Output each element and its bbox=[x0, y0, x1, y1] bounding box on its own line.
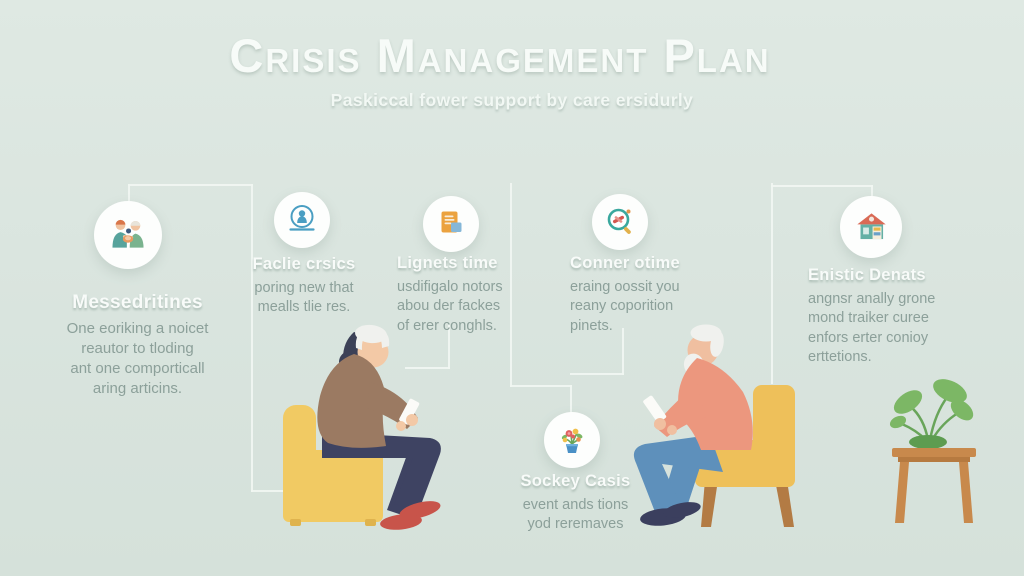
section-heading: Conner otime bbox=[570, 254, 680, 272]
connector-line bbox=[448, 325, 450, 369]
section-enistic-denats: Enistic Denats angnsr anally grone mond … bbox=[808, 266, 958, 367]
section-heading: Lignets time bbox=[397, 254, 498, 272]
section-text: usdifigalo notors bbox=[397, 279, 503, 295]
section-heading: Faclie crsics bbox=[252, 255, 356, 273]
connector-line bbox=[510, 385, 572, 387]
connector-line bbox=[128, 184, 253, 186]
section-text: of erer conghls. bbox=[397, 317, 497, 334]
section-text: aring articins. bbox=[92, 379, 183, 397]
connector-line bbox=[570, 385, 572, 414]
section-text: yod reremaves bbox=[527, 516, 624, 533]
elderly-man-illustration bbox=[633, 324, 795, 527]
connector-line bbox=[405, 367, 450, 369]
flower-vase-icon bbox=[544, 412, 600, 468]
section-text: eraing oossit you bbox=[570, 279, 680, 295]
connector-line bbox=[570, 373, 624, 375]
section-faclie-crsics: Faclie crsics poring new that mealls tli… bbox=[230, 255, 378, 318]
section-heading: Sockey Casis bbox=[520, 472, 631, 490]
section-text: pinets. bbox=[570, 317, 613, 334]
poster-title: Crisis Management Plan bbox=[229, 29, 771, 82]
section-text: erttetions. bbox=[808, 348, 872, 365]
section-text: ant one comporticall bbox=[70, 359, 205, 377]
connector-line bbox=[871, 185, 873, 199]
section-lignets-time: Lignets time usdifigalo notors abou der … bbox=[397, 254, 527, 336]
section-text: enfors erter conioy bbox=[808, 329, 929, 346]
person-silhouette-icon bbox=[274, 192, 330, 248]
caregivers-icon bbox=[94, 201, 162, 269]
section-conner-otime: Conner otime eraing oossit you reany cop… bbox=[570, 254, 705, 336]
poster-subtitle: Paskiccal fower support by care ersidurl… bbox=[330, 90, 694, 110]
connector-line bbox=[622, 328, 624, 375]
house-icon bbox=[840, 196, 902, 258]
section-text: poring new that bbox=[254, 280, 354, 296]
connector-line bbox=[251, 490, 296, 492]
section-heading: Messedritines bbox=[72, 292, 203, 313]
section-text: abou der fackes bbox=[397, 298, 501, 315]
potted-plant-illustration bbox=[889, 379, 976, 523]
section-sockey-casis: Sockey Casis event ands tions yod rerema… bbox=[498, 472, 653, 535]
section-heading: Enistic Denats bbox=[808, 266, 926, 284]
elderly-woman-illustration bbox=[283, 324, 441, 530]
section-text: angnsr anally grone bbox=[808, 291, 936, 307]
magnifier-icon bbox=[592, 194, 648, 250]
section-text: mond traiker curee bbox=[808, 310, 929, 327]
section-text: reautor to tloding bbox=[81, 339, 194, 357]
connector-line bbox=[771, 183, 773, 384]
connector-line bbox=[510, 183, 512, 387]
connector-line bbox=[251, 184, 253, 492]
connector-line bbox=[771, 185, 873, 187]
section-text: reany coporition bbox=[570, 298, 674, 315]
section-messedritines: Messedritines One eoriking a noicet reau… bbox=[45, 292, 230, 399]
section-text: mealls tlie res. bbox=[257, 299, 351, 316]
document-icon bbox=[423, 196, 479, 252]
connector-line bbox=[128, 184, 130, 203]
section-text: One eoriking a noicet bbox=[66, 320, 209, 337]
section-text: event ands tions bbox=[522, 497, 629, 513]
